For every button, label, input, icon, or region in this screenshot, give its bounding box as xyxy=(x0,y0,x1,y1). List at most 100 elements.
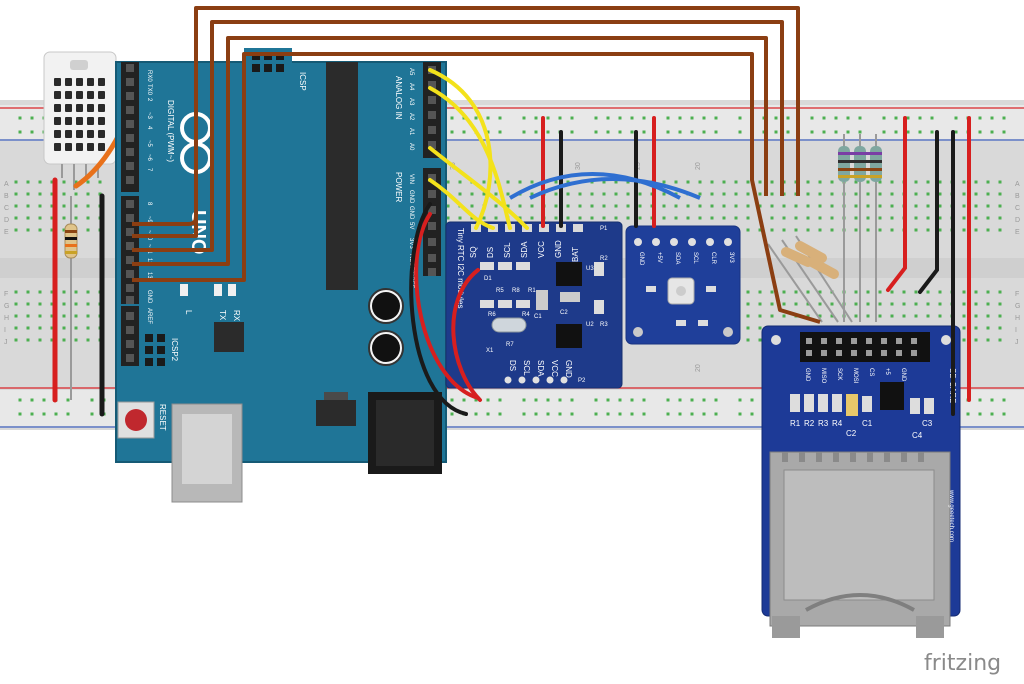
breadboard-hole xyxy=(86,338,90,342)
left-header-pins xyxy=(126,64,134,362)
rail-hole xyxy=(690,412,694,416)
pin-label: BAT xyxy=(571,247,580,262)
breadboard-hole xyxy=(62,290,66,294)
breadboard-hole xyxy=(866,204,870,208)
rail-hole xyxy=(990,412,994,416)
smd-part xyxy=(698,320,708,326)
row-letter: B xyxy=(1015,193,1020,200)
rail-hole xyxy=(702,116,706,120)
fritzing-logo: fritzing xyxy=(924,651,1001,676)
breadboard-hole xyxy=(62,216,66,220)
pin-label: ~6 xyxy=(146,154,152,162)
part-label: R4 xyxy=(832,419,843,428)
breadboard-hole xyxy=(890,228,894,232)
breadboard-hole xyxy=(926,192,930,196)
breadboard-hole xyxy=(986,216,990,220)
breadboard-hole xyxy=(854,302,858,306)
grill-slot xyxy=(76,130,83,138)
breadboard-hole xyxy=(26,314,30,318)
breadboard-hole xyxy=(962,216,966,220)
breadboard-hole xyxy=(782,302,786,306)
module-pin xyxy=(573,224,583,232)
resistor-band xyxy=(65,251,77,254)
rail-hole xyxy=(918,116,922,120)
reset-button-cap[interactable] xyxy=(125,409,147,431)
breadboard-hole xyxy=(578,192,582,196)
sd-socket-pins xyxy=(782,452,924,462)
grill-slot xyxy=(54,104,61,112)
breadboard-hole xyxy=(998,192,1002,196)
led-label: RX xyxy=(232,310,241,322)
grill-slot xyxy=(65,130,72,138)
rail-hole xyxy=(690,116,694,120)
breadboard-hole xyxy=(998,180,1002,184)
breadboard-hole xyxy=(866,314,870,318)
dht-sensor xyxy=(43,51,117,190)
breadboard-hole xyxy=(38,314,42,318)
breadboard-hole xyxy=(638,192,642,196)
grill-slot xyxy=(54,117,61,125)
row-letter: D xyxy=(1015,217,1020,224)
atmega-chip xyxy=(326,62,358,290)
breadboard-hole xyxy=(38,302,42,306)
analog-header xyxy=(423,62,441,158)
breadboard-hole xyxy=(734,180,738,184)
breadboard-hole xyxy=(962,326,966,330)
header-pin xyxy=(428,206,436,214)
breadboard-hole xyxy=(758,204,762,208)
breadboard-hole xyxy=(986,204,990,208)
breadboard-hole xyxy=(782,290,786,294)
part-label: R3 xyxy=(600,322,608,328)
header-pin xyxy=(126,148,134,156)
smd-capacitor xyxy=(910,398,920,414)
breadboard-hole xyxy=(854,290,858,294)
breadboard-hole xyxy=(506,204,510,208)
breadboard-hole xyxy=(26,192,30,196)
module-pin xyxy=(518,376,526,384)
pin-label: 3V3 xyxy=(408,238,414,249)
breadboard-hole xyxy=(62,204,66,208)
breadboard-hole xyxy=(38,338,42,342)
pullup-resistor xyxy=(64,196,78,400)
breadboard-hole xyxy=(38,192,42,196)
breadboard-hole xyxy=(86,180,90,184)
breadboard-hole xyxy=(806,192,810,196)
breadboard-hole xyxy=(734,204,738,208)
breadboard-hole xyxy=(926,228,930,232)
rail-hole xyxy=(1002,116,1006,120)
pin-label: 13 xyxy=(146,272,152,279)
rail-hole xyxy=(690,130,694,134)
header-pin xyxy=(126,106,134,114)
breadboard-hole xyxy=(854,180,858,184)
rail-hole xyxy=(606,116,610,120)
rail-hole xyxy=(714,412,718,416)
rail-hole xyxy=(498,130,502,134)
sd-vcc-jumper xyxy=(886,116,907,292)
mount-hole xyxy=(723,327,733,337)
breadboard-hole xyxy=(554,216,558,220)
socket-pin xyxy=(918,452,924,462)
icsp-label: ICSP xyxy=(298,72,307,91)
pin-label: 7 xyxy=(146,168,152,172)
grill-slot xyxy=(76,78,83,86)
pin-label: SDA xyxy=(520,241,529,258)
rail-hole xyxy=(846,116,850,120)
header-pin xyxy=(881,338,887,344)
rail-hole xyxy=(66,412,70,416)
rail-hole xyxy=(906,130,910,134)
rail-hole xyxy=(738,130,742,134)
breadboard-hole xyxy=(470,204,474,208)
crystal-x1 xyxy=(491,317,527,333)
smd-part xyxy=(498,300,512,308)
rail-hole xyxy=(18,116,22,120)
breadboard-hole xyxy=(914,314,918,318)
part-label: R2 xyxy=(600,256,608,262)
header-pin xyxy=(428,96,436,104)
vin-wire xyxy=(428,178,495,230)
row-letter: I xyxy=(1015,327,1017,334)
rail-hole xyxy=(678,130,682,134)
voltage-regulator xyxy=(880,382,904,410)
spi-wires xyxy=(132,6,821,324)
breadboard-hole xyxy=(686,204,690,208)
breadboard-hole xyxy=(662,216,666,220)
